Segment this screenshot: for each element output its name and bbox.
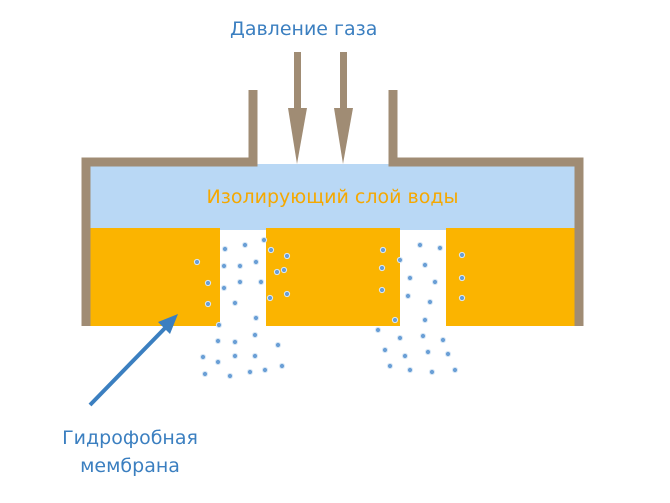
droplet (396, 256, 404, 264)
droplet (428, 368, 436, 376)
droplet (283, 290, 291, 298)
droplet (215, 321, 223, 329)
droplet (396, 334, 404, 342)
droplet (220, 284, 228, 292)
gas-arrow-left (288, 52, 307, 164)
droplet (436, 244, 444, 252)
droplet (431, 278, 439, 286)
droplet (378, 286, 386, 294)
droplet (204, 279, 212, 287)
membrane-pointer-arrow (88, 314, 178, 407)
droplet (193, 258, 201, 266)
vessel-wall (81, 90, 584, 326)
membrane-label-line1: Гидрофобная (62, 427, 198, 449)
water-layer-label: Изолирующий слой воды (206, 186, 459, 208)
droplet (251, 352, 259, 360)
gas-arrow-right (334, 52, 353, 164)
droplet (221, 245, 229, 253)
droplet (241, 241, 249, 249)
membrane-label-line2: мембрана (80, 455, 180, 477)
droplet (386, 362, 394, 370)
droplet (451, 366, 459, 374)
droplet (251, 331, 259, 339)
droplet (278, 362, 286, 370)
droplet (201, 370, 209, 378)
droplet (266, 294, 274, 302)
droplet (424, 348, 432, 356)
droplet (381, 346, 389, 354)
droplet (231, 299, 239, 307)
droplet (252, 314, 260, 322)
droplet (444, 350, 452, 358)
droplet (260, 236, 268, 244)
droplet (267, 246, 275, 254)
membrane-block-right (446, 228, 576, 326)
droplet (236, 278, 244, 286)
droplet (204, 300, 212, 308)
droplet (416, 241, 424, 249)
droplet (374, 326, 382, 334)
gas-pressure-label: Давление газа (230, 18, 378, 40)
membrane-block-left (90, 228, 220, 326)
droplet (261, 366, 269, 374)
droplet (214, 337, 222, 345)
droplet (257, 278, 265, 286)
water-layer (90, 164, 576, 230)
droplet (280, 266, 288, 274)
water-droplets (193, 236, 466, 380)
droplet (458, 294, 466, 302)
droplet (458, 251, 466, 259)
droplet (226, 372, 234, 380)
droplet (199, 353, 207, 361)
droplet (404, 292, 412, 300)
droplet (406, 366, 414, 374)
droplet (379, 246, 387, 254)
droplet (231, 352, 239, 360)
droplet (391, 316, 399, 324)
droplet (419, 332, 427, 340)
droplet (439, 336, 447, 344)
droplet (283, 252, 291, 260)
droplet (274, 341, 282, 349)
droplet (252, 258, 260, 266)
droplet (421, 261, 429, 269)
droplet (401, 352, 409, 360)
membrane-block-middle (266, 228, 400, 326)
droplet (426, 298, 434, 306)
droplet (458, 274, 466, 282)
droplet (378, 264, 386, 272)
droplet (220, 262, 228, 270)
membrane-label: Гидрофобная мембрана (40, 424, 220, 480)
droplet (406, 274, 414, 282)
droplet (214, 358, 222, 366)
droplet (236, 262, 244, 270)
droplet (231, 338, 239, 346)
droplet (273, 268, 281, 276)
droplet (421, 316, 429, 324)
droplet (246, 368, 254, 376)
